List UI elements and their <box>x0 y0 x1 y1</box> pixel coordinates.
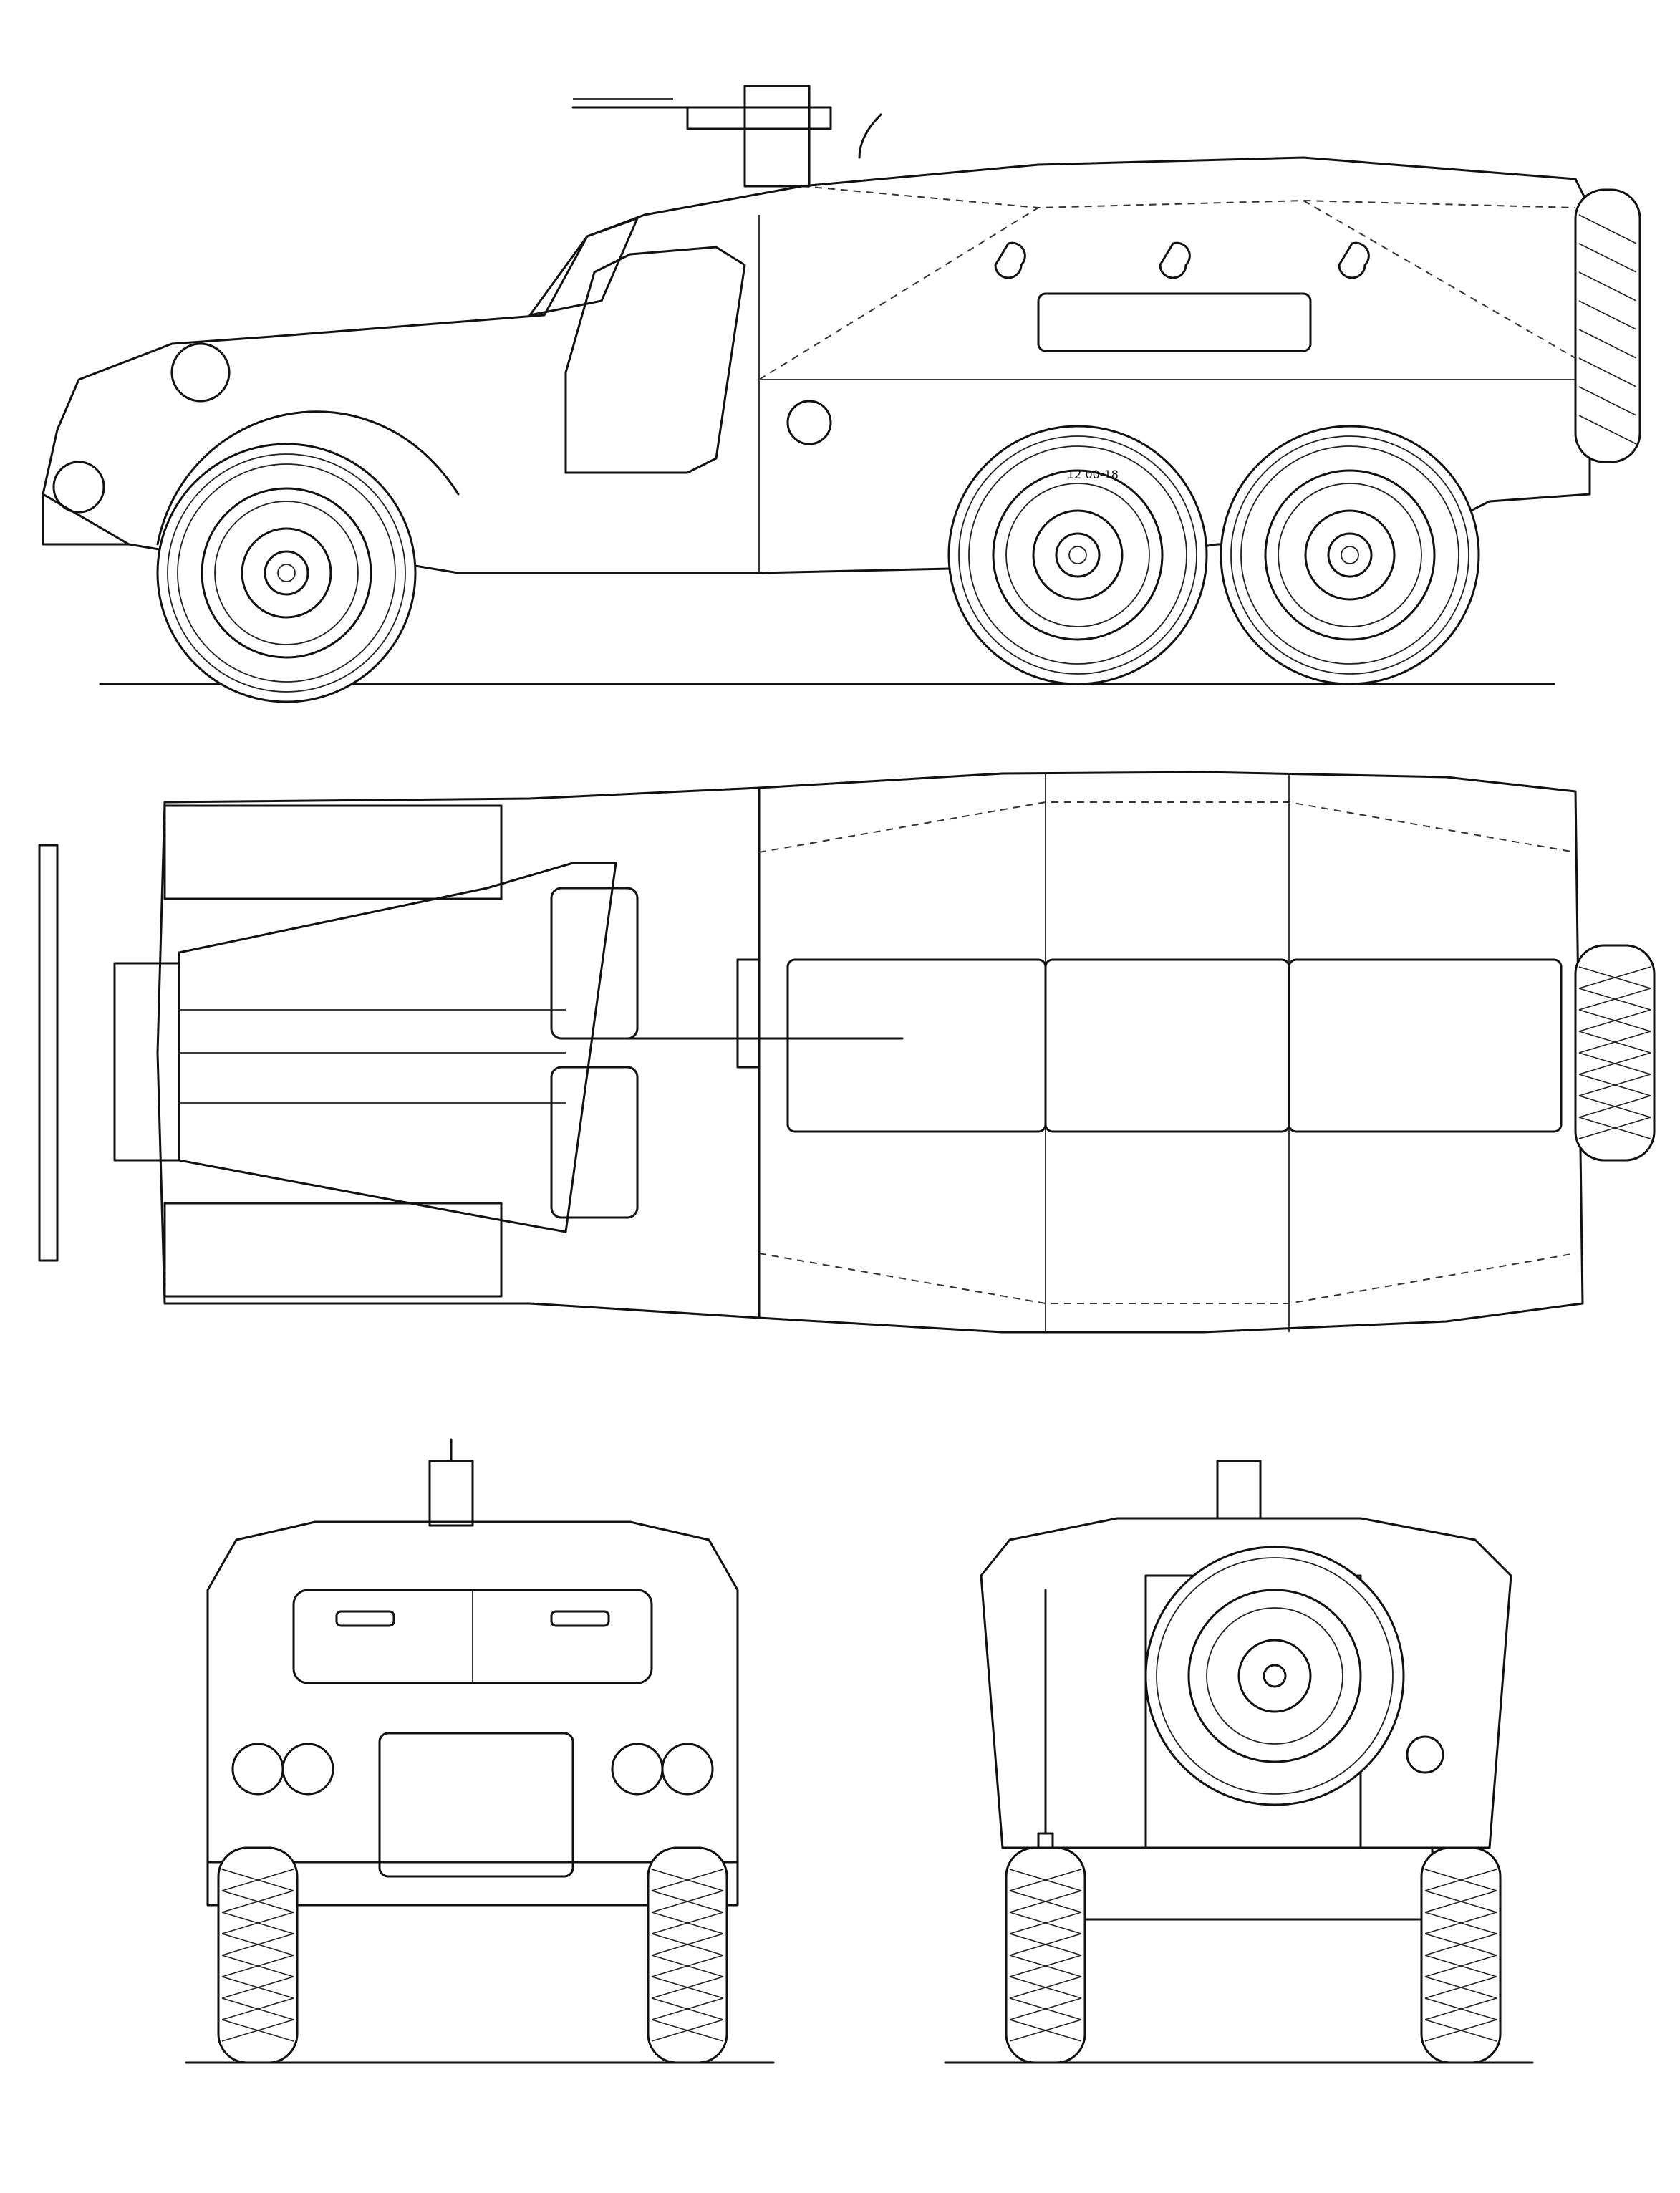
rear-tire-right <box>1420 1846 1502 2064</box>
front-gun-mount <box>428 1460 474 1527</box>
tire-size-marking: 12 00-18 <box>1067 468 1119 481</box>
front-hull-outline <box>206 1520 739 1864</box>
front-headlight-right-outer <box>661 1743 714 1796</box>
top-bumper <box>38 844 59 1262</box>
side-port <box>786 400 832 445</box>
top-view <box>38 771 1656 1334</box>
top-grille <box>113 962 180 1162</box>
side-view: 12 00-18 <box>42 85 1641 703</box>
top-windshield-left <box>550 887 639 1040</box>
front-headlight-right-inner <box>611 1743 664 1796</box>
side-hull-outline <box>42 156 1591 574</box>
side-middle-wheel <box>947 425 1208 685</box>
front-fender <box>156 410 460 546</box>
top-hatch-left <box>786 958 1047 1133</box>
front-headlight-left-inner <box>281 1743 334 1796</box>
top-hatch-right <box>1288 958 1563 1133</box>
front-bumper <box>206 1861 739 1907</box>
rear-axle-frame <box>1058 1846 1434 1921</box>
side-visor <box>528 217 639 317</box>
front-tire-right <box>647 1846 728 2064</box>
rear-tire-left <box>1005 1846 1086 2064</box>
front-tire-left <box>217 1846 299 2064</box>
rear-tow-hook <box>1406 1735 1444 1774</box>
side-door <box>564 246 746 474</box>
rear-view <box>944 1460 1534 2064</box>
side-rear-wheel <box>1220 425 1480 685</box>
front-radiator-grille <box>378 1732 574 1878</box>
front-view <box>185 1438 775 2064</box>
rear-spare-wheel-side <box>1574 188 1641 463</box>
rear-gun-mount <box>1216 1460 1262 1520</box>
top-windshield-right <box>550 1066 639 1219</box>
front-winch <box>52 461 105 514</box>
rear-spare-wheel <box>1144 1546 1405 1806</box>
top-hull-outline <box>156 771 1584 1334</box>
machine-gun <box>571 85 882 188</box>
side-front-wheel <box>156 443 417 703</box>
top-hatch-center <box>1044 958 1290 1133</box>
front-headlight-left-outer <box>231 1743 284 1796</box>
headlight-side <box>170 342 231 403</box>
top-spare-wheel <box>1574 944 1656 1162</box>
side-hatch <box>1037 292 1312 352</box>
